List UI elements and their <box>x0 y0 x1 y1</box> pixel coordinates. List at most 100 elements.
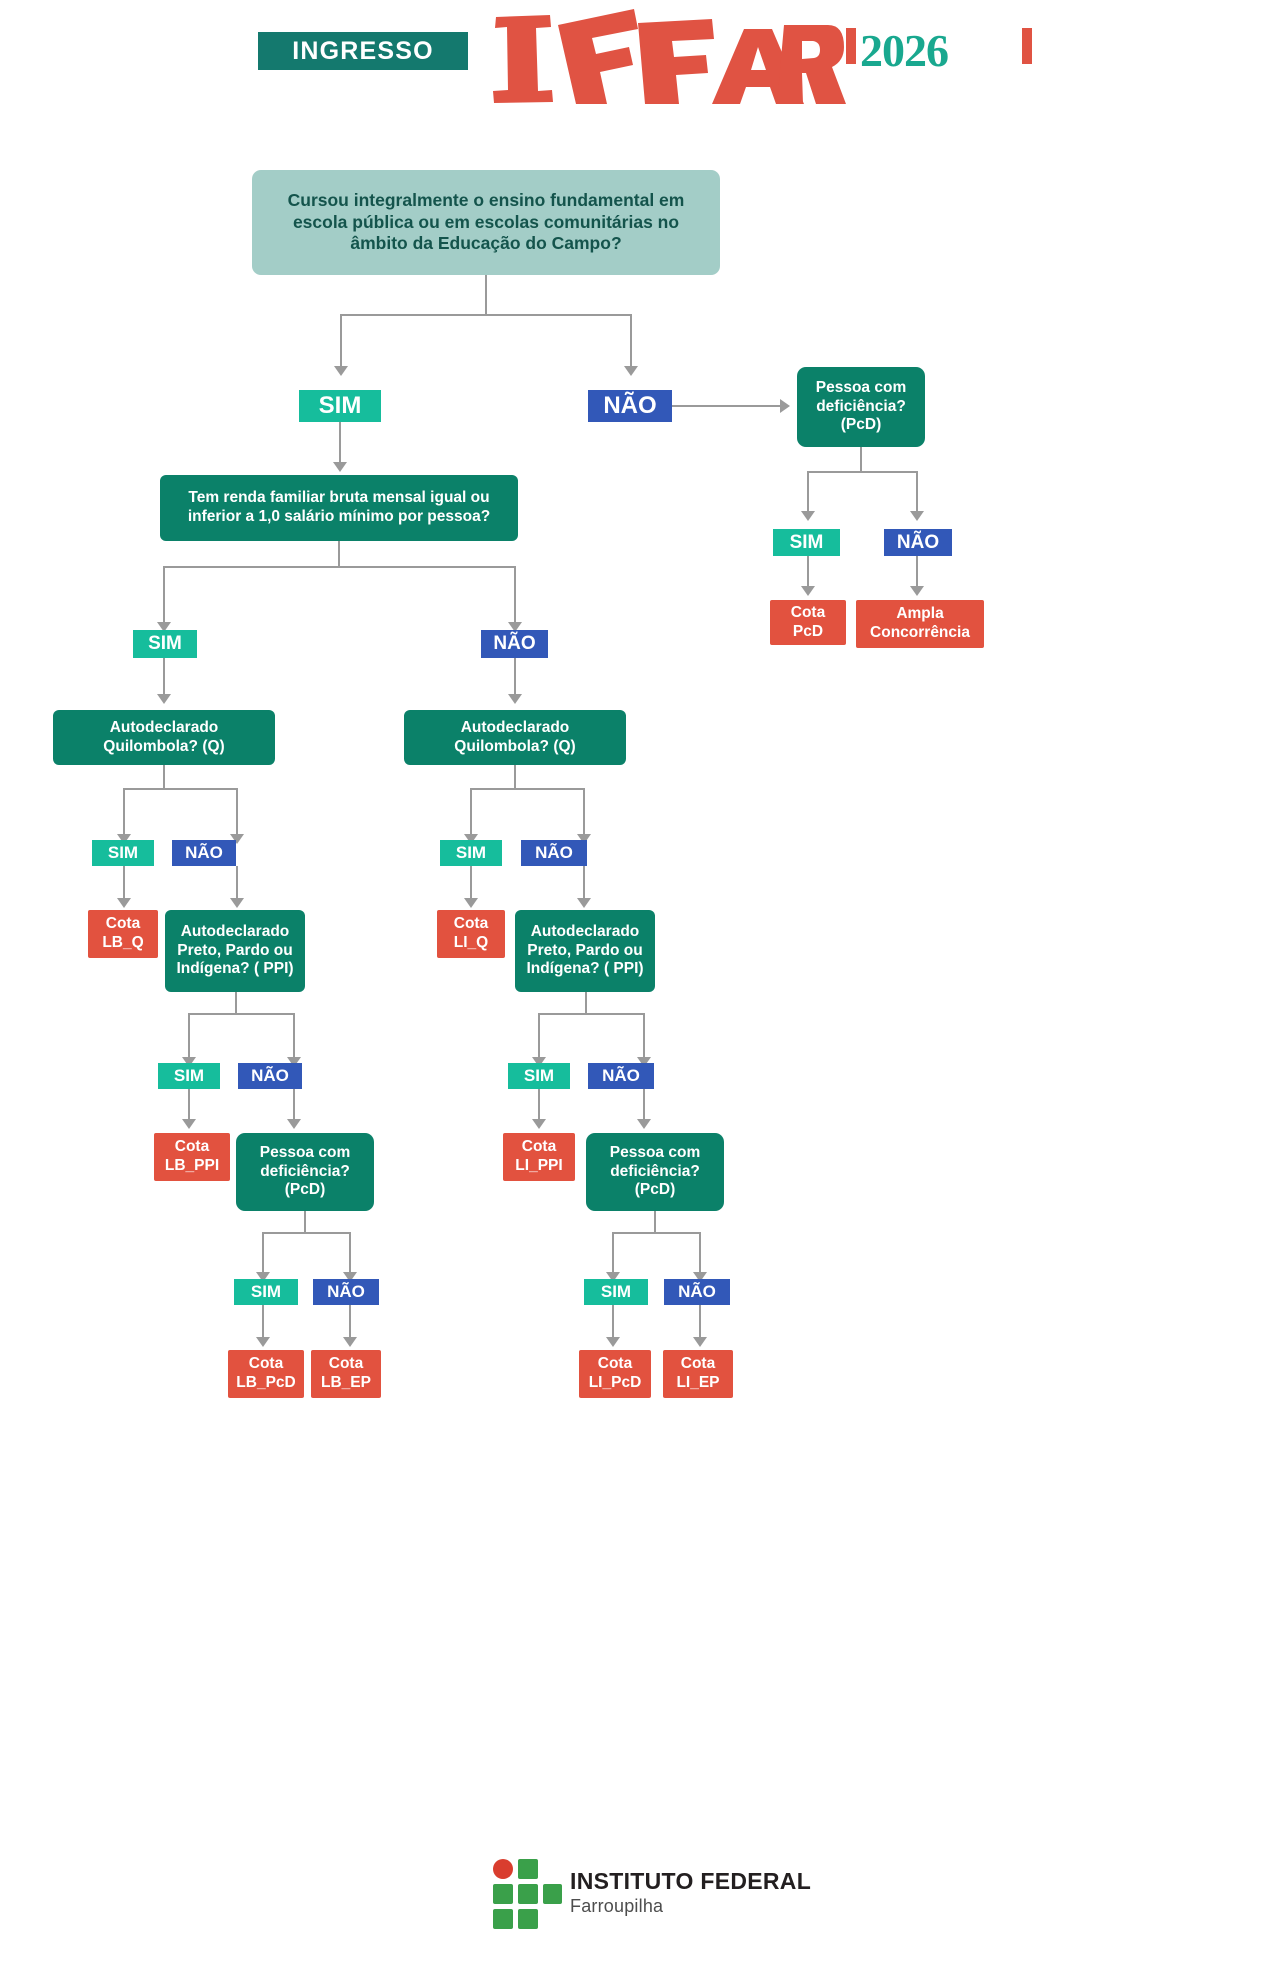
outcome-cota-li-pcd: Cota LI_PcD <box>579 1350 651 1398</box>
connector <box>262 1305 264 1339</box>
label-sim-pcd-left: SIM <box>234 1279 298 1305</box>
connector <box>188 1013 294 1015</box>
connector <box>304 1211 306 1233</box>
connector <box>630 314 632 369</box>
arrow-icon <box>182 1119 196 1129</box>
outcome-ampla-concorrencia: Ampla Concorrência <box>856 600 984 648</box>
connector <box>340 314 342 369</box>
question-quilombola-right: Autodeclarado Quilombola? (Q) <box>404 710 626 765</box>
connector <box>654 1211 656 1233</box>
connector <box>538 1089 540 1121</box>
label-sim-pcd-right: SIM <box>773 529 840 556</box>
connector <box>123 866 125 900</box>
connector <box>235 992 237 1014</box>
year-tick-left <box>846 28 856 64</box>
label-sim-ppi-left: SIM <box>158 1063 220 1089</box>
question-income: Tem renda familiar bruta mensal igual ou… <box>160 475 518 541</box>
label-nao-pcd-right-branch: NÃO <box>664 1279 730 1305</box>
connector <box>807 471 917 473</box>
connector <box>163 566 515 568</box>
institution-name: INSTITUTO FEDERAL Farroupilha <box>570 1868 811 1917</box>
label-nao-root: NÃO <box>588 390 672 422</box>
connector <box>807 556 809 588</box>
connector <box>338 541 340 567</box>
header: INGRESSO 2026 <box>0 0 1273 115</box>
arrow-icon <box>117 898 131 908</box>
arrow-icon <box>157 694 171 704</box>
question-quilombola-left: Autodeclarado Quilombola? (Q) <box>53 710 275 765</box>
arrow-icon <box>464 898 478 908</box>
question-root: Cursou integralmente o ensino fundamenta… <box>252 170 720 275</box>
arrow-icon <box>780 399 790 413</box>
outcome-cota-lb-q: Cota LB_Q <box>88 910 158 958</box>
connector <box>538 1013 644 1015</box>
connector <box>672 405 782 407</box>
arrow-icon <box>287 1119 301 1129</box>
label-sim-root: SIM <box>299 390 381 422</box>
connector <box>470 788 584 790</box>
arrow-icon <box>637 1119 651 1129</box>
question-ppi-left: Autodeclarado Preto, Pardo ou Indígena? … <box>165 910 305 992</box>
connector <box>514 658 516 696</box>
label-nao-ppi-right: NÃO <box>588 1063 654 1089</box>
arrow-icon <box>256 1272 270 1282</box>
outcome-cota-li-ep: Cota LI_EP <box>663 1350 733 1398</box>
connector <box>340 314 632 316</box>
arrow-icon <box>256 1337 270 1347</box>
arrow-icon <box>334 366 348 376</box>
connector <box>916 471 918 513</box>
label-nao-quilombola-right: NÃO <box>521 840 587 866</box>
connector <box>538 1013 540 1059</box>
connector <box>643 1089 645 1121</box>
arrow-icon <box>117 834 131 844</box>
arrow-icon <box>801 511 815 521</box>
label-sim-quilombola-left: SIM <box>92 840 154 866</box>
connector <box>514 765 516 789</box>
arrow-icon <box>624 366 638 376</box>
connector <box>293 1013 295 1059</box>
connector <box>236 788 238 836</box>
arrow-icon <box>230 834 244 844</box>
connector <box>470 866 472 900</box>
connector <box>163 566 165 624</box>
arrow-icon <box>693 1272 707 1282</box>
footer: INSTITUTO FEDERAL Farroupilha <box>0 1852 1273 1947</box>
question-ppi-right: Autodeclarado Preto, Pardo ou Indígena? … <box>515 910 655 992</box>
arrow-icon <box>508 694 522 704</box>
connector <box>470 788 472 836</box>
label-nao-ppi-left: NÃO <box>238 1063 302 1089</box>
outcome-cota-pcd: Cota PcD <box>770 600 846 645</box>
connector <box>188 1013 190 1059</box>
arrow-icon <box>287 1057 301 1067</box>
connector <box>612 1232 700 1234</box>
institution-line-1: INSTITUTO FEDERAL <box>570 1868 812 1894</box>
connector <box>699 1232 701 1274</box>
label-nao-pcd-right: NÃO <box>884 529 952 556</box>
connector <box>293 1089 295 1121</box>
connector <box>339 422 341 464</box>
question-pcd-right-top: Pessoa com deficiência? (PcD) <box>797 367 925 447</box>
connector <box>163 658 165 696</box>
connector <box>349 1232 351 1274</box>
connector <box>585 992 587 1014</box>
arrow-icon <box>577 898 591 908</box>
arrow-icon <box>693 1337 707 1347</box>
connector <box>612 1305 614 1339</box>
connector <box>916 556 918 588</box>
arrow-icon <box>343 1272 357 1282</box>
label-nao-pcd-left: NÃO <box>313 1279 379 1305</box>
arrow-icon <box>606 1272 620 1282</box>
connector <box>699 1305 701 1339</box>
question-pcd-right: Pessoa com deficiência? (PcD) <box>586 1133 724 1211</box>
outcome-cota-lb-pcd: Cota LB_PcD <box>228 1350 304 1398</box>
year-label: 2026 <box>860 25 949 76</box>
arrow-icon <box>637 1057 651 1067</box>
connector <box>163 765 165 789</box>
arrow-icon <box>910 586 924 596</box>
outcome-cota-lb-ep: Cota LB_EP <box>311 1350 381 1398</box>
outcome-cota-li-q: Cota LI_Q <box>437 910 505 958</box>
arrow-icon <box>532 1119 546 1129</box>
arrow-icon <box>801 586 815 596</box>
connector <box>583 788 585 836</box>
